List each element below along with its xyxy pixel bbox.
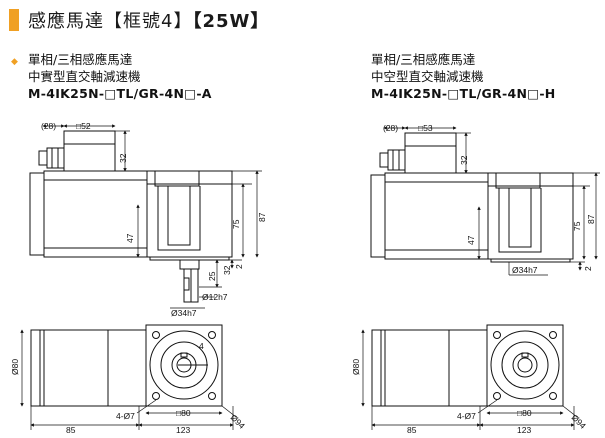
drawing-h-front-dimensions (361, 329, 578, 430)
product-a-header: 單相/三相感應馬達 中實型直交軸減速機 M-4IK25N-□TL/GR-4N□-… (28, 51, 212, 102)
drawing-a-front-view (30, 324, 223, 407)
dim-a-34h7: Ø34h7 (171, 308, 197, 318)
dim-h-4-7: 4-Ø7 (457, 411, 476, 421)
dim-h-94: Ø94 (570, 412, 589, 431)
dim-a-80-sq: □80 (176, 408, 191, 418)
dim-h-32: 32 (459, 155, 469, 165)
dim-h-87: 87 (586, 214, 596, 224)
drawing-h-front-labels: Ø80 4-Ø7 □80 Ø94 85 123 (351, 359, 588, 435)
dim-a-2: 2 (234, 264, 244, 269)
drawing-h-side-dimensions (383, 126, 600, 276)
dim-a-4: 4 (199, 341, 204, 351)
dim-a-94: Ø94 (229, 412, 248, 431)
title-power: 【25W】 (192, 11, 270, 32)
dim-a-12h7: Ø12h7 (202, 292, 228, 302)
dim-a-25: 25 (207, 271, 217, 281)
dim-a-87: 87 (257, 212, 267, 222)
dim-a-123: 123 (176, 425, 190, 435)
dim-a-47: 47 (125, 233, 135, 243)
dim-a-28: (28) (41, 121, 56, 131)
page-title: 感應馬達【框號4】【25W】 (28, 7, 269, 33)
product-a-line2: 中實型直交軸減速機 (28, 69, 141, 84)
drawing-a-front-dimensions (20, 329, 237, 430)
dim-h-47: 47 (466, 235, 476, 245)
dim-a-85: 85 (66, 425, 76, 435)
product-h-line1: 單相/三相感應馬達 (371, 52, 476, 67)
drawing-a-side-dimensions (42, 124, 262, 309)
drawing-h-front-view (371, 324, 564, 407)
dim-h-123: 123 (517, 425, 531, 435)
bullet-icon: ◆ (11, 57, 18, 67)
product-h-header: 單相/三相感應馬達 中空型直交軸減速機 M-4IK25N-□TL/GR-4N□-… (371, 51, 556, 102)
title-accent-bar (9, 9, 19, 31)
dim-h-2: 2 (583, 266, 593, 271)
product-h-line2: 中空型直交軸減速機 (371, 69, 484, 84)
dim-h-80-dia: Ø80 (351, 359, 361, 375)
dim-a-32: 32 (118, 153, 128, 163)
product-a-line1: 單相/三相感應馬達 (28, 52, 133, 67)
drawing-h-side-labels: (28) □53 32 47 75 87 2 Ø34h7 (383, 123, 596, 275)
dim-h-53: □53 (418, 123, 433, 133)
product-a-model: M-4IK25N-□TL/GR-4N□-A (28, 86, 212, 101)
drawing-a-front-labels: Ø80 4 4-Ø7 □80 Ø94 85 123 (10, 341, 247, 435)
dim-h-75: 75 (572, 221, 582, 231)
title-text: 感應馬達【框號4】 (28, 11, 193, 32)
drawing-a-side-view (29, 130, 233, 303)
dim-a-4-7: 4-Ø7 (116, 411, 135, 421)
dim-a-32b: 32 (222, 265, 232, 275)
product-h-model: M-4IK25N-□TL/GR-4N□-H (371, 86, 556, 101)
dim-a-80-dia: Ø80 (10, 359, 20, 375)
dim-h-34h7: Ø34h7 (512, 265, 538, 275)
dim-a-75: 75 (231, 219, 241, 229)
dim-a-52: □52 (76, 121, 91, 131)
drawing-h-side-view (370, 132, 574, 263)
drawing-a-side-labels: (28) □52 32 47 75 87 25 2 32 Ø12h7 Ø34h7 (41, 121, 267, 318)
dim-h-85: 85 (407, 425, 417, 435)
dim-h-80-sq: □80 (517, 408, 532, 418)
dim-h-28: (28) (383, 123, 398, 133)
